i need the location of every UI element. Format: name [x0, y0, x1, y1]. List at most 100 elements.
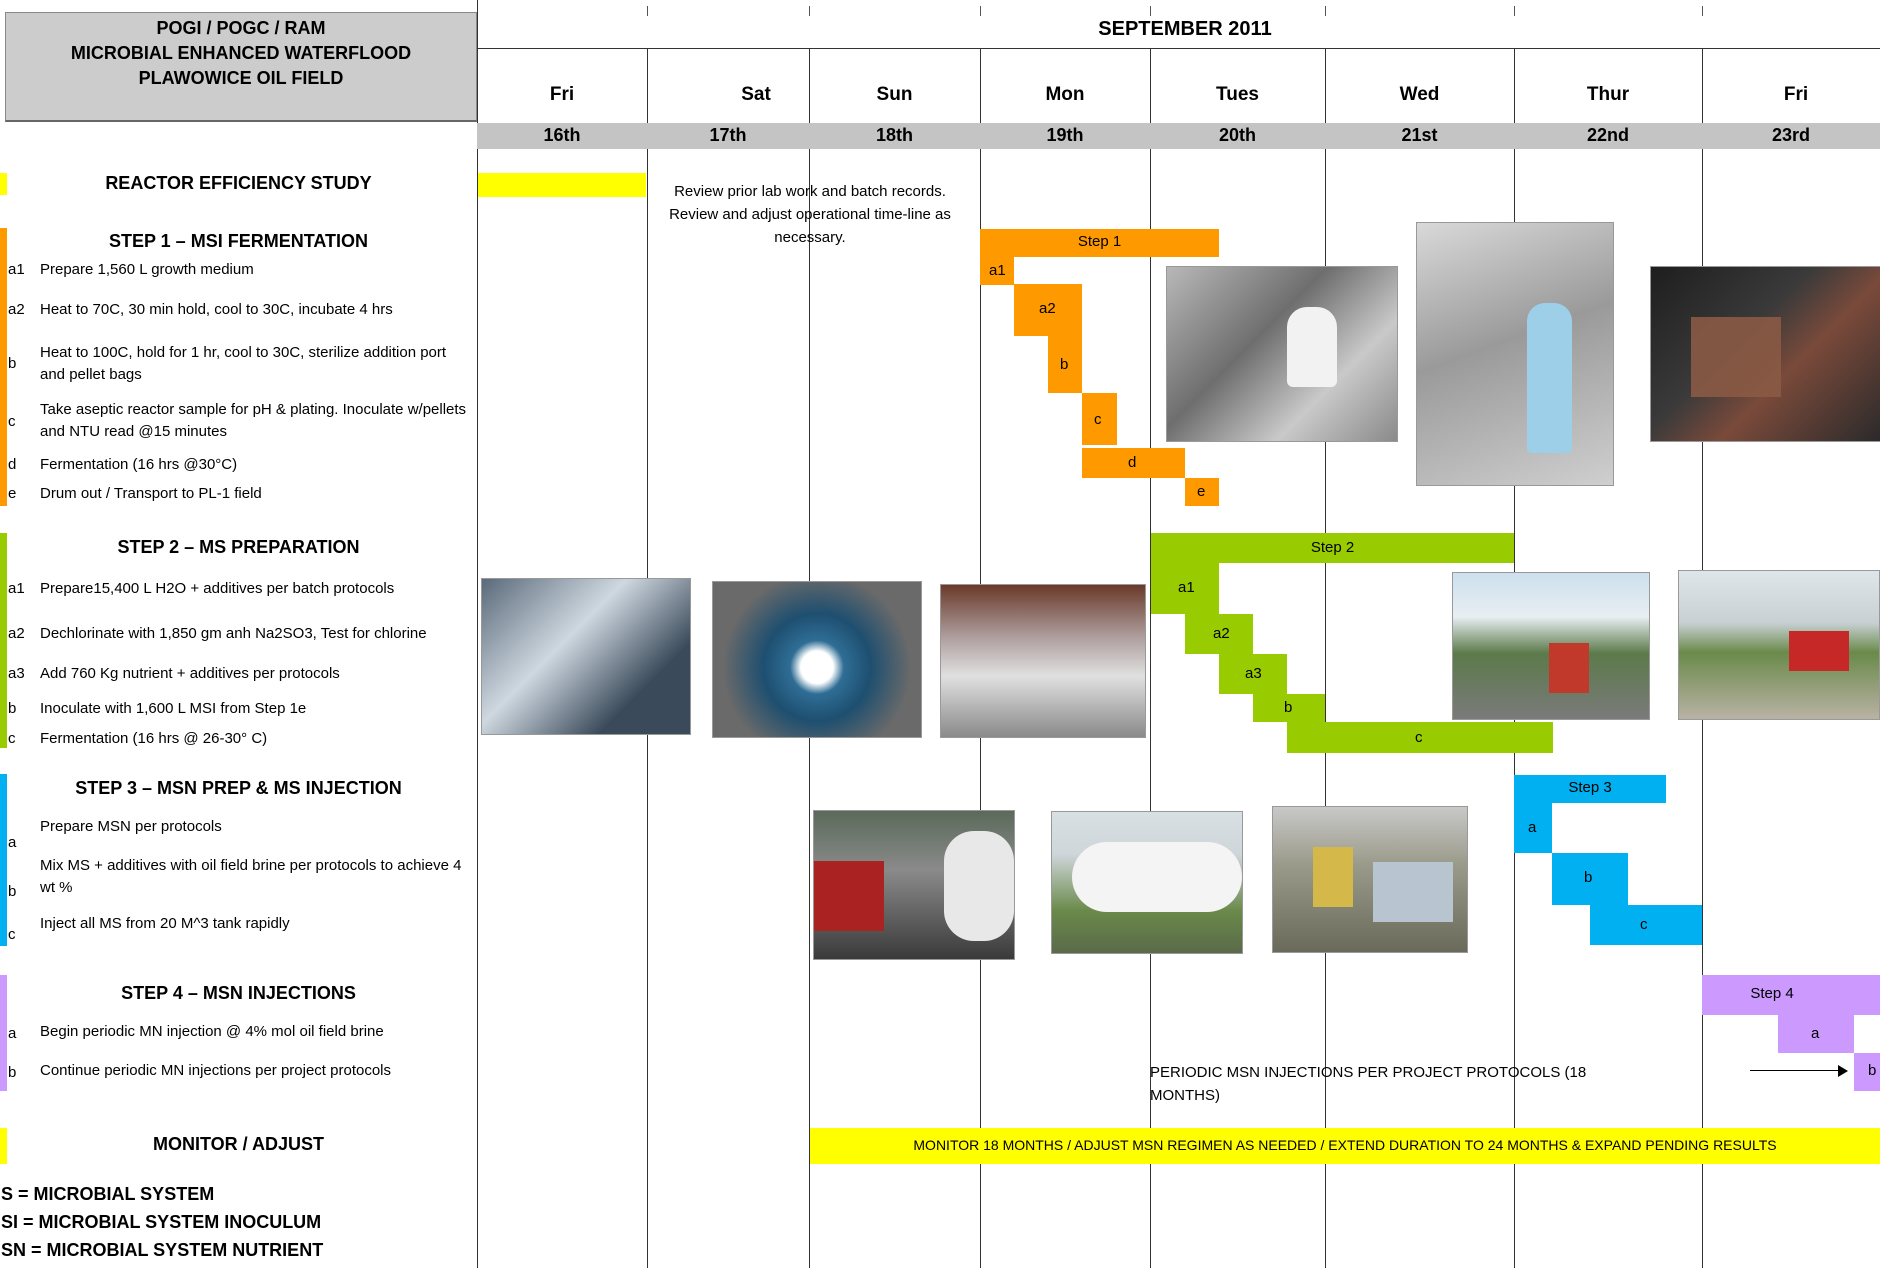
step3-a-bar: a — [1514, 803, 1552, 853]
step2-a3-bar: a3 — [1219, 654, 1287, 694]
review-note-line-2: Review and adjust operational time-line … — [669, 206, 951, 223]
step1-e-bar: e — [1185, 478, 1219, 506]
task-letter: c — [8, 730, 16, 747]
task-letter: a — [8, 1025, 17, 1042]
task-letter: b — [8, 1064, 17, 1081]
task-letter: a2 — [8, 625, 25, 642]
monitor-note: MONITOR 18 MONTHS / ADJUST MSN REGIMEN A… — [913, 1137, 1777, 1153]
lab-technician-photo — [1416, 222, 1614, 486]
lab-reactor-photo — [1166, 266, 1398, 442]
monitor-section-title: MONITOR / ADJUST — [152, 1134, 324, 1154]
reactor-bar — [478, 173, 646, 197]
title-line-1: POGI / POGC / RAM — [156, 18, 326, 38]
tanker-tractor-photo — [813, 810, 1015, 960]
step1-color-bar — [0, 228, 7, 506]
tick — [809, 6, 810, 16]
task-letter: c — [8, 413, 16, 430]
step2-header-bar — [1151, 533, 1514, 563]
step3-b-bar: b — [1552, 853, 1628, 905]
step1-label: Step 1 — [1077, 233, 1122, 250]
step3-label: Step 3 — [1568, 779, 1612, 796]
task-letter: a — [8, 834, 17, 851]
continue-arrow-line — [1750, 1070, 1842, 1071]
task-letter: a2 — [8, 301, 25, 318]
day-name: Fri — [549, 84, 575, 105]
step2-label: Step 2 — [1310, 539, 1355, 556]
task-text: Begin periodic MN injection @ 4% mol oil… — [40, 1023, 384, 1040]
reactor-section-title: REACTOR EFFICIENCY STUDY — [105, 173, 372, 193]
day-date: 17th — [709, 125, 747, 145]
task-letter: e — [8, 485, 17, 502]
step4-header-bar — [1702, 975, 1880, 1015]
task-text: Prepare15,400 L H2O + additives per batc… — [40, 580, 395, 597]
day-name: Sat — [741, 84, 771, 105]
day-name: Thur — [1586, 84, 1630, 105]
task-text: Inoculate with 1,600 L MSI from Step 1e — [40, 700, 307, 717]
task-letter: d — [8, 456, 17, 473]
step4-b-bar: b — [1854, 1053, 1880, 1091]
step4-a-bar: a — [1778, 1015, 1854, 1053]
step3-header-bar — [1514, 775, 1666, 803]
day-name: Fri — [1783, 84, 1809, 105]
step1-a2-bar: a2 — [1014, 284, 1082, 336]
task-text: Add 760 Kg nutrient + additives per prot… — [40, 665, 340, 682]
task-letter: b — [8, 355, 17, 372]
day-date: 20th — [1218, 125, 1256, 145]
step1-b-bar: b — [1048, 336, 1082, 393]
storage-tank-photo — [1051, 811, 1243, 954]
legend-msi: MSI = MICROBIAL SYSTEM INOCULUM — [0, 1212, 322, 1232]
title-line-2: MICROBIAL ENHANCED WATERFLOOD — [70, 43, 412, 63]
date-row — [477, 123, 1880, 149]
step1-c-bar: c — [1082, 393, 1117, 445]
task-letter: a1 — [8, 580, 25, 597]
day-date: 19th — [1046, 125, 1084, 145]
grid-line — [477, 0, 478, 1268]
periodic-note: PERIODIC MSN INJECTIONS PER PROJECT PROT… — [1150, 1064, 1587, 1104]
grid-line — [1325, 48, 1326, 1268]
title-line-3: PLAWOWICE OIL FIELD — [138, 68, 344, 88]
step4-label: Step 4 — [1750, 985, 1794, 1002]
task-text: Prepare 1,560 L growth medium — [40, 261, 254, 278]
task-letter: a1 — [8, 261, 25, 278]
task-text: Take aseptic reactor sample for pH & pla… — [40, 401, 467, 440]
task-text: Continue periodic MN injections per proj… — [40, 1062, 392, 1079]
tote-tanks-photo — [940, 584, 1146, 738]
task-text: Mix MS + additives with oil field brine … — [40, 857, 462, 896]
review-note-line-3: necessary. — [774, 229, 846, 246]
step2-color-bar — [0, 533, 7, 748]
review-note-line-1: Review prior lab work and batch records. — [674, 183, 946, 200]
step1-d-bar: d — [1082, 448, 1185, 478]
step2-a2-bar: a2 — [1213, 614, 1253, 654]
tick — [647, 6, 648, 16]
day-date: 23rd — [1771, 125, 1811, 145]
step1-a1-bar: a1 — [980, 257, 1014, 285]
task-letter: b — [8, 883, 17, 900]
step2-a1-bar: a1 — [1151, 563, 1219, 614]
day-name: Sun — [876, 84, 913, 105]
review-note: Review prior lab work and batch records.… — [660, 180, 960, 249]
step3-c-bar: c — [1590, 905, 1702, 945]
day-name: Mon — [1045, 84, 1085, 105]
step4-section-title: STEP 4 – MSN INJECTIONS — [121, 983, 356, 1003]
legend-ms: MS = MICROBIAL SYSTEM — [0, 1184, 215, 1204]
step4-color-bar — [0, 975, 7, 1091]
task-text: Drum out / Transport to PL-1 field — [40, 485, 262, 502]
task-text: Heat to 70C, 30 min hold, cool to 30C, i… — [40, 301, 393, 318]
day-name: Tues — [1216, 84, 1259, 105]
task-text: Fermentation (16 hrs @ 26-30° C) — [40, 730, 268, 747]
step2-a1-ext-bar — [1185, 614, 1219, 654]
monitor-bar — [810, 1128, 1880, 1164]
step2-c-bar: c — [1287, 722, 1553, 753]
task-letter: b — [8, 700, 17, 717]
step3-section-title: STEP 3 – MSN PREP & MS INJECTION — [75, 778, 402, 798]
grid-line — [1150, 48, 1151, 1268]
step1-header-bar — [980, 229, 1219, 257]
day-date: 18th — [875, 125, 913, 145]
header-divider — [477, 48, 1880, 49]
reactor-color-bar — [0, 173, 7, 195]
task-letter: c — [8, 926, 16, 943]
step2-b-bar: b — [1253, 694, 1325, 722]
task-letter: a3 — [8, 665, 25, 682]
tick — [1325, 6, 1326, 16]
legend-msn: MSN = MICROBIAL SYSTEM NUTRIENT — [0, 1240, 324, 1260]
